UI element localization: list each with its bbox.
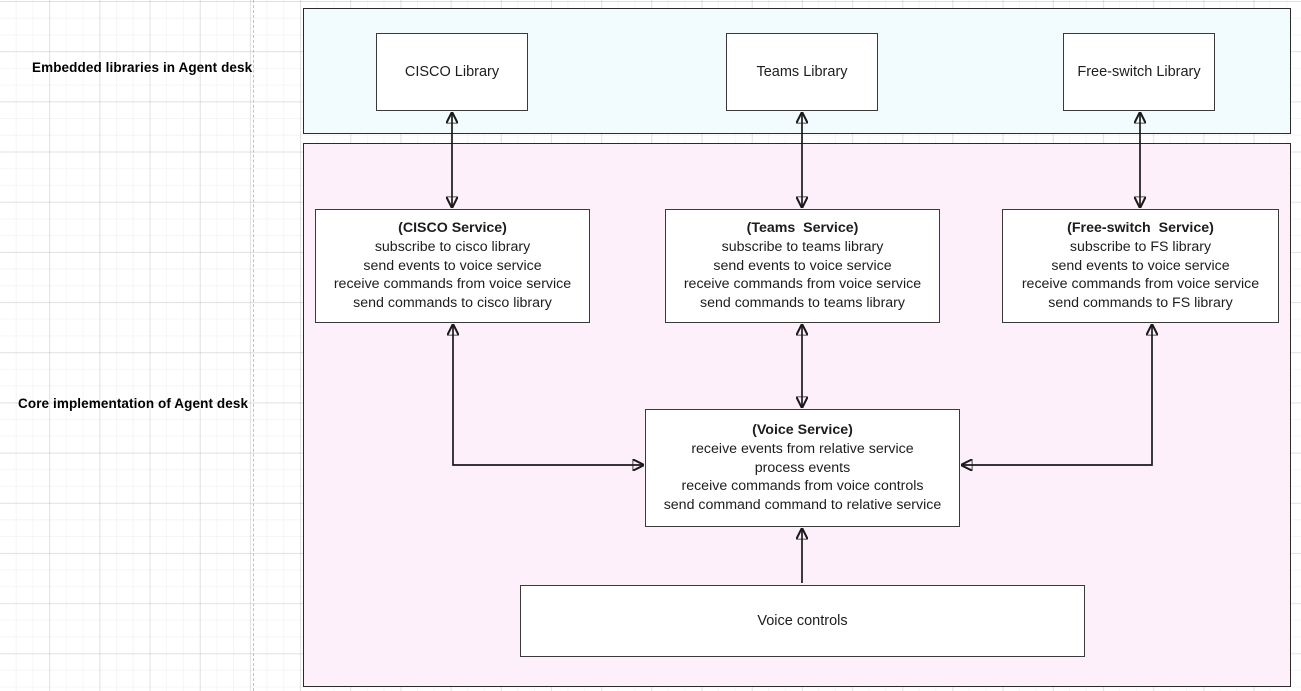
node-detail-line: receive events from relative service	[691, 440, 914, 457]
node-detail-line: send commands to cisco library	[353, 295, 552, 312]
region-label-core-implementation: Core implementation of Agent desk	[18, 396, 249, 411]
node-detail-line: send commands to FS library	[1048, 295, 1233, 312]
node-detail-line: receive commands from voice service	[683, 276, 922, 293]
node-title: Free-switch Library	[1077, 63, 1201, 80]
node-detail-line: send command command to relative service	[663, 497, 942, 514]
node-cisco-service[interactable]: (CISCO Service) subscribe to cisco libra…	[315, 209, 590, 323]
node-cisco-library[interactable]: CISCO Library	[376, 33, 528, 111]
node-title: Voice controls	[757, 612, 848, 629]
node-detail-line: send commands to teams library	[699, 295, 905, 312]
node-detail-line: subscribe to teams library	[721, 238, 884, 255]
node-title: (Teams Service)	[746, 220, 859, 237]
page-boundary-guide	[253, 0, 254, 691]
node-detail-line: receive commands from voice controls	[681, 478, 924, 495]
node-voice-controls[interactable]: Voice controls	[520, 585, 1085, 657]
node-teams-library[interactable]: Teams Library	[726, 33, 878, 111]
node-detail-line: send events to voice service	[713, 257, 892, 274]
node-title: CISCO Library	[404, 63, 500, 80]
node-detail-line: send events to voice service	[363, 257, 542, 274]
node-detail-line: subscribe to cisco library	[374, 238, 531, 255]
node-detail-line: receive commands from voice service	[333, 276, 572, 293]
node-freeswitch-library[interactable]: Free-switch Library	[1063, 33, 1215, 111]
node-title: Teams Library	[756, 63, 848, 80]
node-title: (CISCO Service)	[398, 220, 507, 237]
node-detail-line: subscribe to FS library	[1069, 238, 1212, 255]
node-teams-service[interactable]: (Teams Service) subscribe to teams libra…	[665, 209, 940, 323]
node-title: (Voice Service)	[752, 422, 853, 439]
node-detail-line: send events to voice service	[1051, 257, 1230, 274]
node-voice-service[interactable]: (Voice Service) receive events from rela…	[645, 409, 960, 527]
node-detail-line: receive commands from voice service	[1021, 276, 1260, 293]
region-label-embedded-libraries: Embedded libraries in Agent desk	[32, 60, 253, 75]
node-title: (Free-switch Service)	[1067, 220, 1214, 237]
node-freeswitch-service[interactable]: (Free-switch Service) subscribe to FS li…	[1002, 209, 1279, 323]
node-detail-line: process events	[754, 459, 851, 476]
